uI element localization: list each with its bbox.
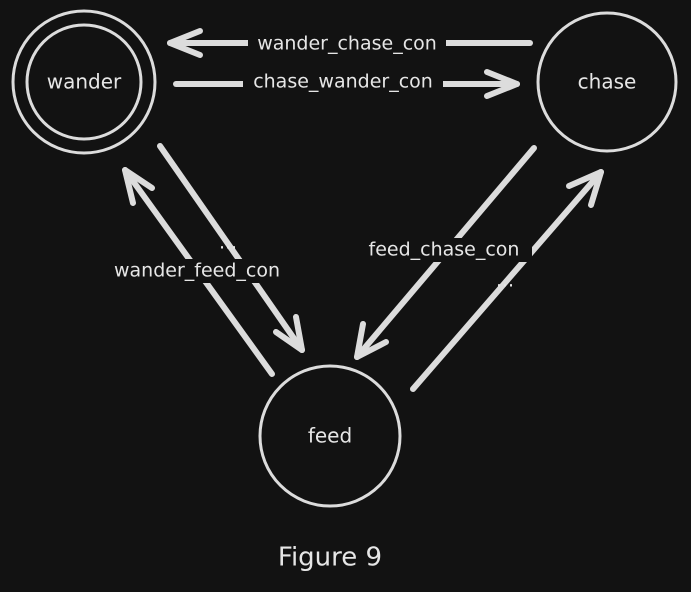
node-feed: feed xyxy=(258,364,402,508)
edge-feed-chase-label: feed_chase_con xyxy=(369,239,520,261)
edge-wander-chase-label: wander_chase_con xyxy=(257,33,437,55)
edge-wander-feed xyxy=(157,143,305,353)
edge-chase-wander-label-bg xyxy=(243,73,443,95)
node-wander-outer-circle xyxy=(11,9,157,155)
edge-chase-wander-label: chase_wander_con xyxy=(253,71,433,93)
node-feed-circle xyxy=(258,364,402,508)
edge-chase-wander: chase_wander_con xyxy=(173,69,520,99)
node-chase-circle xyxy=(536,11,678,153)
edge-wander-feed-line xyxy=(157,143,305,353)
node-wander: wander xyxy=(11,9,157,155)
edge-wander-chase: wander_chase_con xyxy=(167,28,533,58)
figure-caption: Figure 9 xyxy=(278,543,382,573)
edge-feed-chase xyxy=(410,169,604,392)
edge-chase-feed-arrowhead xyxy=(354,321,389,360)
edge-wander-feed-label-bg xyxy=(103,259,289,283)
edge-wander-feed-arrowhead xyxy=(273,314,305,353)
edge-wander-feed-label: wander_feed_con xyxy=(114,260,280,282)
edge-chase-wander-arrowhead xyxy=(484,69,520,99)
edge-feed-chase-line xyxy=(410,169,604,392)
edge-chase-feed-label: ... xyxy=(496,270,514,292)
node-chase: chase xyxy=(536,11,678,153)
node-wander-inner-circle xyxy=(25,23,143,141)
edge-feed-wander-arrowhead xyxy=(122,167,155,206)
node-chase-label: chase xyxy=(578,70,637,94)
edge-wander-chase-arrowhead xyxy=(167,28,203,58)
node-feed-label: feed xyxy=(308,424,352,448)
edge-feed-chase-label-bg xyxy=(356,238,532,262)
edge-feed-chase-arrowhead xyxy=(566,169,604,208)
edge-feed-wander-label: ... xyxy=(219,232,237,254)
edge-wander-chase-label-bg xyxy=(248,33,446,55)
node-wander-label: wander xyxy=(47,70,122,94)
